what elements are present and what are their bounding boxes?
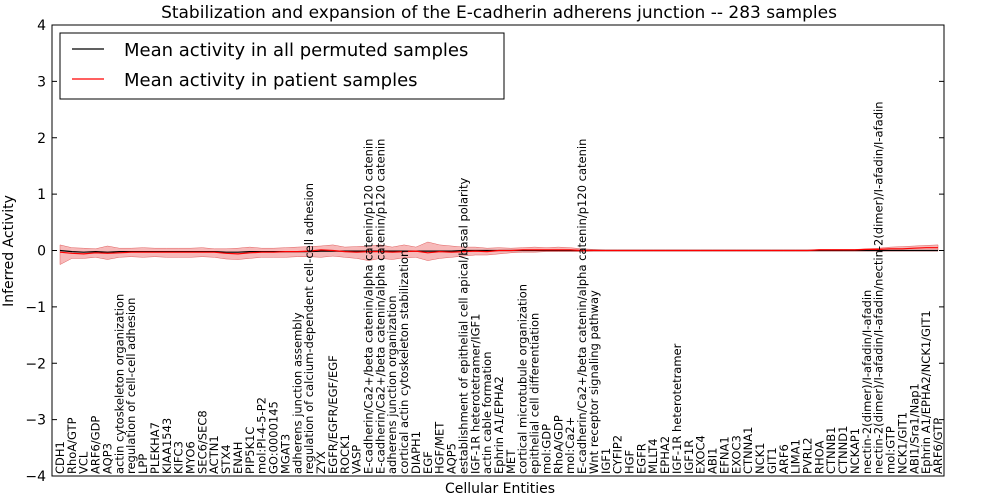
x-category-label: ARF6/GTP: [931, 418, 945, 474]
x-category-label: KIAA1543: [160, 418, 174, 474]
x-category-label: mol:GTP: [884, 426, 898, 474]
y-axis-label: Inferred Activity: [1, 195, 17, 307]
x-category-label: IGF1R: [682, 440, 696, 474]
x-category-label: NCKAP1: [848, 428, 862, 474]
patient-spread-band: [59, 241, 939, 266]
x-category-label: cortical microtubule organization: [516, 284, 530, 474]
x-category-label: LIMA1: [789, 439, 803, 474]
x-category-label: E-cadherin/Ca2+/beta catenin/alpha caten…: [362, 139, 376, 474]
x-category-label: EGFR: [634, 443, 648, 474]
x-category-label: MLLT4: [646, 439, 660, 475]
x-category-label: EGFR/EGFR/EGF/EGF: [326, 355, 340, 474]
x-category-label: CTNNB1: [824, 427, 838, 474]
y-tick-label: 3: [37, 74, 46, 90]
x-category-label: IGF1: [599, 448, 613, 474]
x-category-label: LPP: [136, 454, 150, 474]
x-axis-label: Cellular Entities: [445, 481, 555, 497]
x-category-label: CDH1: [53, 441, 67, 474]
legend-box: [59, 32, 505, 100]
x-category-label: E-cadherin/Ca2+/beta catenin/alpha caten…: [575, 139, 589, 474]
x-category-label: Wnt receptor signaling pathway: [587, 290, 601, 474]
legend-patient-label: Mean activity in patient samples: [124, 70, 418, 91]
x-category-label: PIP5K1C: [243, 427, 257, 474]
patient-mean-line: [59, 247, 938, 255]
x-category-label: HGF: [623, 450, 637, 474]
x-category-label: PVRL2: [801, 437, 815, 474]
y-tick-label: −3: [25, 413, 46, 429]
x-category-label: IGF-1R heterotetramer: [670, 343, 684, 474]
x-category-label: CYFIP2: [611, 435, 625, 474]
x-category-label: ARF6: [777, 444, 791, 474]
x-category-label: EFNA1: [717, 436, 731, 474]
x-category-label: AQP3: [101, 443, 115, 474]
y-tick-label: 0: [37, 244, 46, 260]
x-category-label: mol:GDP: [540, 424, 554, 474]
x-category-label: MYO6: [184, 441, 198, 474]
x-category-label: ABI1: [706, 448, 720, 474]
x-category-label: nectin-2(dimer)/I-afadin/I-afadin: [860, 290, 874, 474]
x-category-label: establishment of epithelial cell apical/…: [456, 178, 470, 474]
x-category-label: KIFC3: [172, 441, 186, 474]
x-category-label: VCL: [77, 451, 91, 474]
x-category-label: ACTN1: [207, 435, 221, 474]
x-category-label: adherens junction assembly: [290, 312, 304, 474]
x-category-label: MET: [504, 449, 518, 474]
y-tick-label: 2: [37, 131, 46, 147]
legend-permuted-label: Mean activity in all permuted samples: [124, 40, 468, 61]
x-category-label: IGF-1R heterotetramer/IGF1: [468, 314, 482, 474]
x-category-label: regulation of calcium-dependent cell-cel…: [302, 183, 316, 474]
x-category-label: NCK1/GIT1: [895, 412, 909, 474]
x-category-label: VASP: [350, 445, 364, 474]
x-category-label: GIT1: [765, 447, 779, 474]
x-category-label: EGF: [421, 451, 435, 474]
x-category-label: Ephrin A1/EPHA2/NCK1/GIT1: [919, 310, 933, 474]
x-category-label: actin cytoskeleton organization: [112, 294, 126, 474]
x-category-label: NCK1: [753, 443, 767, 475]
x-category-label: EXOC4: [694, 435, 708, 474]
x-category-label: RhoA/GTP: [65, 417, 79, 474]
x-category-label: ARF6/GDP: [89, 416, 103, 474]
x-category-label: E-cadherin/Ca2+/beta catenin/alpha caten…: [373, 139, 387, 474]
y-tick-label: 4: [37, 18, 46, 34]
x-category-label: Ephrin A1/EPHA2: [492, 376, 506, 474]
y-tick-label: −1: [25, 300, 46, 316]
x-category-label: ZYX: [314, 451, 328, 474]
x-category-label: STX4: [219, 444, 233, 474]
x-category-label: nectin-2(dimer)/I-afadin/I-afadin/nectin…: [872, 102, 886, 474]
chart-title: Stabilization and expansion of the E-cad…: [161, 3, 837, 23]
x-category-label: adherens junction organization: [385, 296, 399, 474]
x-category-label: HGF/MET: [433, 421, 447, 474]
y-tick-label: −2: [25, 356, 46, 372]
x-category-label: cortical actin cytoskeleton stabilizatio…: [397, 250, 411, 474]
y-tick-label: −4: [25, 469, 46, 485]
x-category-label: RHOA: [812, 441, 826, 474]
x-category-label: CTNND1: [836, 426, 850, 474]
x-category-label: epithelial cell differentiation: [528, 313, 542, 474]
x-category-label: DIAPH1: [409, 431, 423, 474]
x-category-label: mol:PI-4-5-P2: [255, 397, 269, 474]
x-category-label: RhoA/GDP: [551, 415, 565, 474]
x-category-label: MGAT3: [278, 434, 292, 474]
x-category-label: regulation of cell-cell adhesion: [124, 298, 138, 474]
x-category-label: EXOC3: [729, 435, 743, 474]
x-category-label: EPHA2: [658, 436, 672, 474]
y-tick-label: 1: [37, 187, 46, 203]
x-category-label: actin cable formation: [480, 351, 494, 474]
x-category-label: PLEKHA7: [148, 422, 162, 474]
x-category-label: ENAH: [231, 442, 245, 474]
x-category-label: mol:Ca2+: [563, 417, 577, 474]
x-category-label: AQP5: [445, 443, 459, 474]
x-category-label: ROCK1: [338, 434, 352, 474]
x-category-label: GO:0000145: [267, 401, 281, 474]
x-category-label: ABI1/Sra1/Nap1: [907, 383, 921, 474]
x-category-label: CTNNA1: [741, 427, 755, 474]
x-category-label: SEC6/SEC8: [195, 410, 209, 474]
legend: Mean activity in all permuted samples Me…: [59, 32, 505, 100]
